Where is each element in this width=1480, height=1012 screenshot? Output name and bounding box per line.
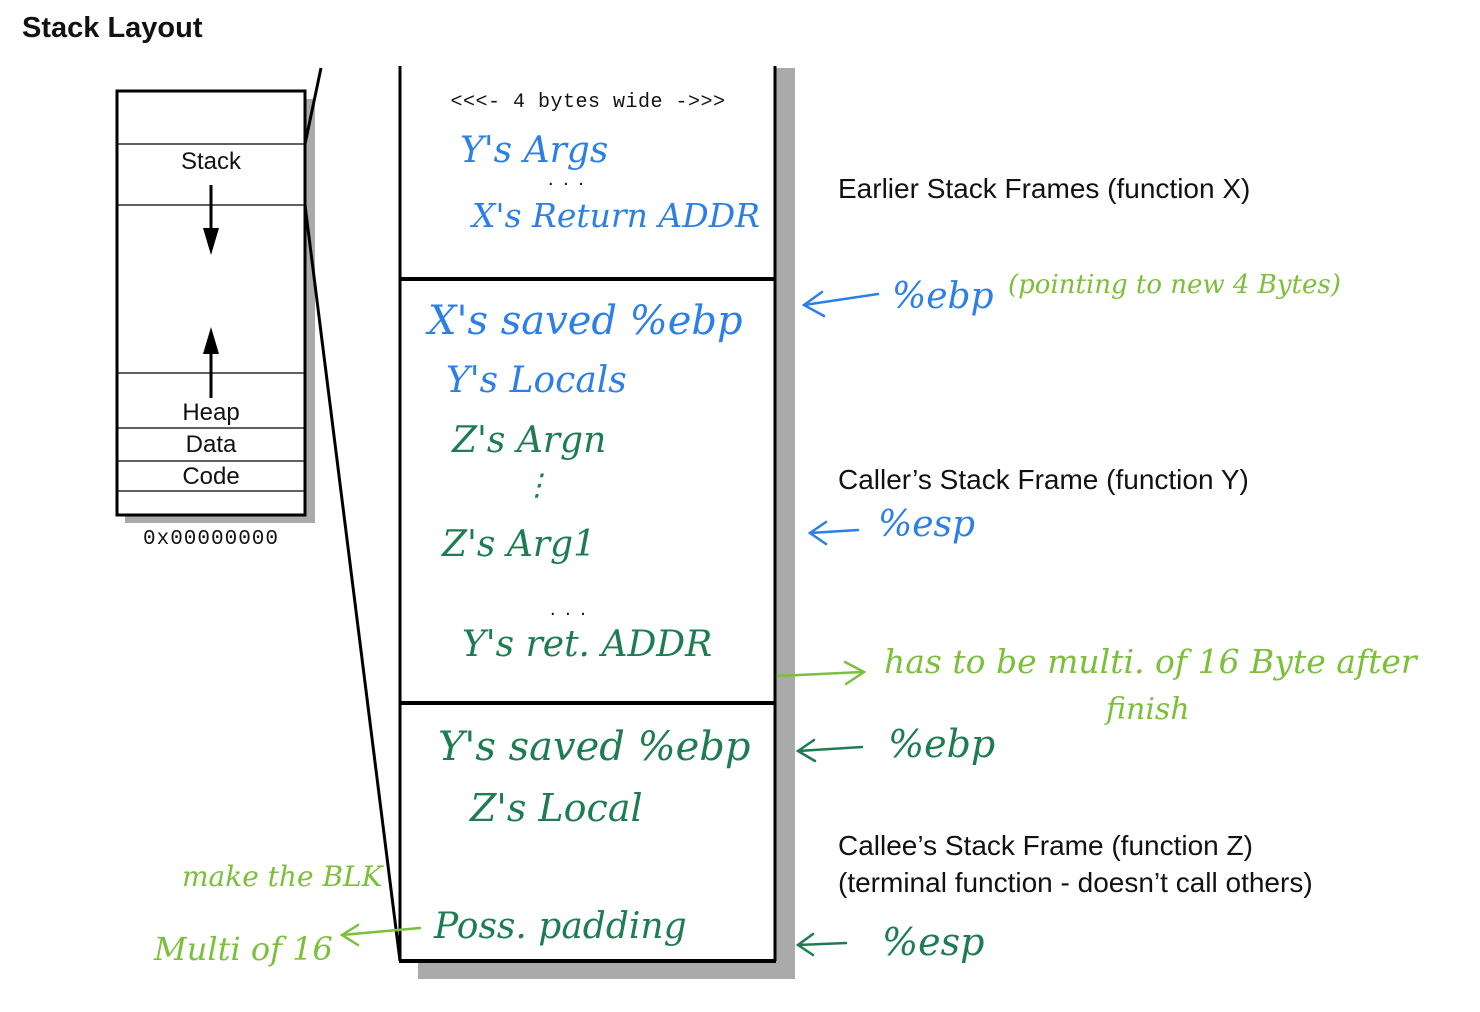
note-alignment-line2: finish — [1106, 692, 1190, 727]
esp-y-arrow — [807, 520, 860, 546]
note-ebp-y-detail: (pointing to new 4 Bytes) — [1008, 270, 1341, 300]
frame-z-label: Callee’s Stack Frame (function Z) — [838, 830, 1253, 861]
note-zs-argn: Z's Argn — [452, 420, 607, 461]
note-ebp-y: %ebp — [892, 276, 994, 317]
note-padding-line2: Multi of 16 — [154, 930, 333, 968]
zoom-line-bottom — [303, 204, 402, 962]
page-title: Stack Layout — [22, 12, 203, 44]
frame-y-ellipsis: . . . — [550, 598, 588, 620]
note-xs-return-addr: X's Return ADDR — [472, 196, 760, 235]
data-region-label: Data — [185, 431, 237, 458]
frame-x-ellipsis: . . . — [548, 168, 586, 190]
stack-detail-box — [398, 66, 795, 979]
note-ys-saved-ebp: Y's saved %ebp — [438, 724, 751, 770]
note-ys-args: Y's Args — [460, 130, 609, 171]
stack-grows-down-arrow — [203, 185, 219, 255]
ebp-y-arrow — [801, 290, 880, 318]
note-ys-locals: Y's Locals — [446, 360, 627, 401]
frame-y-label: Caller’s Stack Frame (function Y) — [838, 464, 1249, 495]
esp-z-arrow — [795, 932, 848, 957]
code-region-label: Code — [182, 463, 240, 490]
note-padding-line1: make the BLK — [182, 860, 383, 893]
frame-x-label: Earlier Stack Frames (function X) — [838, 173, 1251, 204]
bottom-address-label: 0x00000000 — [142, 528, 280, 551]
width-label: <<<- 4 bytes wide ->>> — [450, 91, 726, 114]
padding-arrow — [339, 923, 422, 947]
frame-z-sublabel: (terminal function - doesn’t call others… — [838, 867, 1313, 898]
note-zs-arg1: Z's Arg1 — [442, 524, 596, 565]
note-ys-ret-addr: Y's ret. ADDR — [462, 624, 713, 665]
note-args-ellipsis: ⋮ — [522, 468, 552, 503]
heap-grows-up-arrow — [203, 327, 219, 398]
zoom-line-top — [303, 67, 323, 145]
note-poss-padding: Poss. padding — [434, 906, 687, 947]
memory-layout-box — [115, 89, 315, 523]
heap-region-label: Heap — [182, 399, 240, 426]
note-zs-local: Z's Local — [470, 786, 643, 830]
note-alignment-line1: has to be multi. of 16 Byte after — [884, 642, 1417, 681]
memory-box-outline — [115, 89, 307, 517]
note-xs-saved-ebp: X's saved %ebp — [428, 298, 743, 344]
note-esp-z: %esp — [882, 920, 985, 964]
alignment-arrow — [776, 660, 867, 686]
ebp-z-arrow — [795, 738, 864, 763]
note-esp-y: %esp — [878, 504, 976, 545]
stack-region-label: Stack — [180, 148, 242, 175]
note-ebp-z: %ebp — [888, 722, 996, 766]
